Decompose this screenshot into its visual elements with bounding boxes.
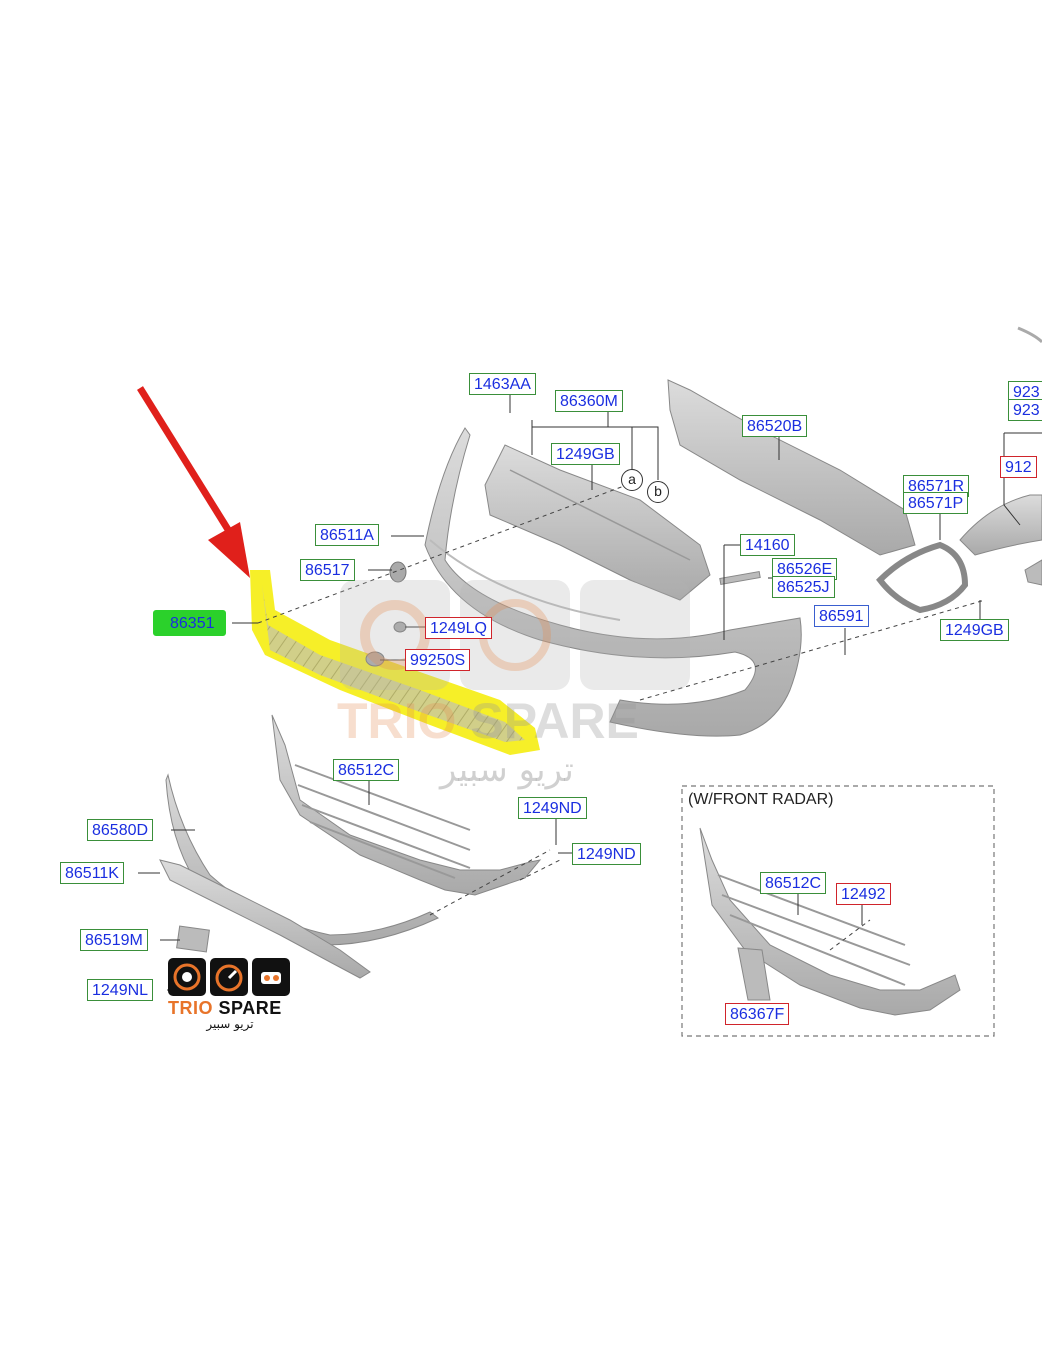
front-radar-title: (W/FRONT RADAR) [688, 791, 834, 808]
speedometer-icon [210, 958, 248, 996]
label-923-a: 923 [1008, 381, 1042, 403]
upper-frame-part [484, 444, 711, 601]
label-86526E: 86526E [772, 558, 838, 580]
bracket-86519M [176, 925, 210, 953]
label-86512C: 86512C [333, 759, 400, 781]
label-86580D: 86580D [87, 819, 154, 841]
watermark-arabic: تريو سبير [440, 750, 574, 790]
car-engine-icon [252, 958, 290, 996]
label-14160: 14160 [740, 534, 795, 556]
label-86519M: 86519M [80, 929, 148, 951]
label-86511A: 86511A [315, 524, 379, 546]
bumper-beam-part [667, 379, 916, 556]
fog-lamp-part [959, 494, 1042, 556]
label-923-b: 923 [1008, 399, 1042, 421]
logo-brand: TRIO SPARE [168, 998, 282, 1018]
label-86591: 86591 [814, 605, 869, 627]
label-86360M: 86360M [555, 390, 623, 412]
part-fragment [1017, 326, 1042, 344]
lip-86511K [159, 859, 371, 979]
label-1249GB: 1249GB [551, 443, 620, 465]
label-912: 912 [1000, 456, 1037, 478]
clip-86517 [389, 561, 407, 583]
bumper-cover-part [424, 427, 802, 737]
label-1463AA: 1463AA [469, 373, 536, 395]
callout-b: b [647, 481, 669, 503]
label-86367F: 86367F [725, 1003, 790, 1025]
radar-cover-86367F [737, 947, 771, 1001]
label-1249NL: 1249NL [87, 979, 154, 1001]
label-86511K: 86511K [60, 862, 124, 884]
label-86517: 86517 [300, 559, 355, 581]
speaker-icon [168, 958, 206, 996]
watermark-icons [340, 580, 690, 690]
logo-arabic: تريو سبير [206, 1017, 254, 1031]
label-86520B: 86520B [742, 415, 808, 437]
watermark-brand: TRIO SPARE [337, 693, 639, 749]
label-86512C-radar: 86512C [760, 872, 827, 894]
radar-grille-part [699, 827, 961, 1016]
label-86571P: 86571P [903, 492, 969, 514]
label-99250S: 99250S [405, 649, 471, 671]
label-1249ND-a: 1249ND [518, 797, 587, 819]
lamp-bezel-part [876, 541, 969, 614]
label-1249ND-b: 1249ND [572, 843, 641, 865]
label-86525J: 86525J [772, 576, 835, 598]
callout-a: a [621, 469, 643, 491]
front-radar-box [681, 785, 995, 1037]
label-86351-highlighted: 86351 [153, 610, 226, 636]
red-arrow-icon [137, 386, 250, 578]
trio-spare-logo: TRIO SPARE تريو سبير [168, 958, 292, 1031]
label-1249LQ: 1249LQ [425, 617, 492, 639]
label-12492: 12492 [836, 883, 891, 905]
label-1249GB-right: 1249GB [940, 619, 1009, 641]
